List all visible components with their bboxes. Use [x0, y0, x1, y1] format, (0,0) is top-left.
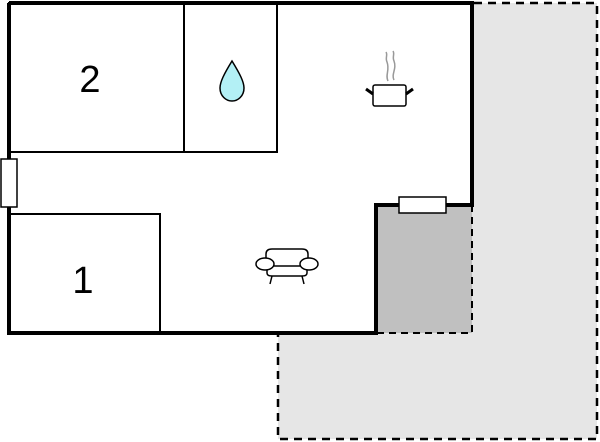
- room-kitchen[interactable]: [330, 20, 430, 140]
- room-bathroom[interactable]: [183, 2, 278, 153]
- room-label-1: 1: [72, 260, 93, 302]
- window-terrace: [398, 196, 447, 214]
- room-label-2: 2: [79, 59, 100, 101]
- interior-floor: [9, 3, 472, 333]
- cooking-pot-icon: [365, 50, 414, 107]
- sofa-icon: [255, 248, 319, 285]
- water-drop-icon: [219, 59, 245, 102]
- terrace-area: [375, 204, 473, 334]
- window-west: [0, 158, 18, 208]
- room-bedroom-1[interactable]: [8, 213, 161, 334]
